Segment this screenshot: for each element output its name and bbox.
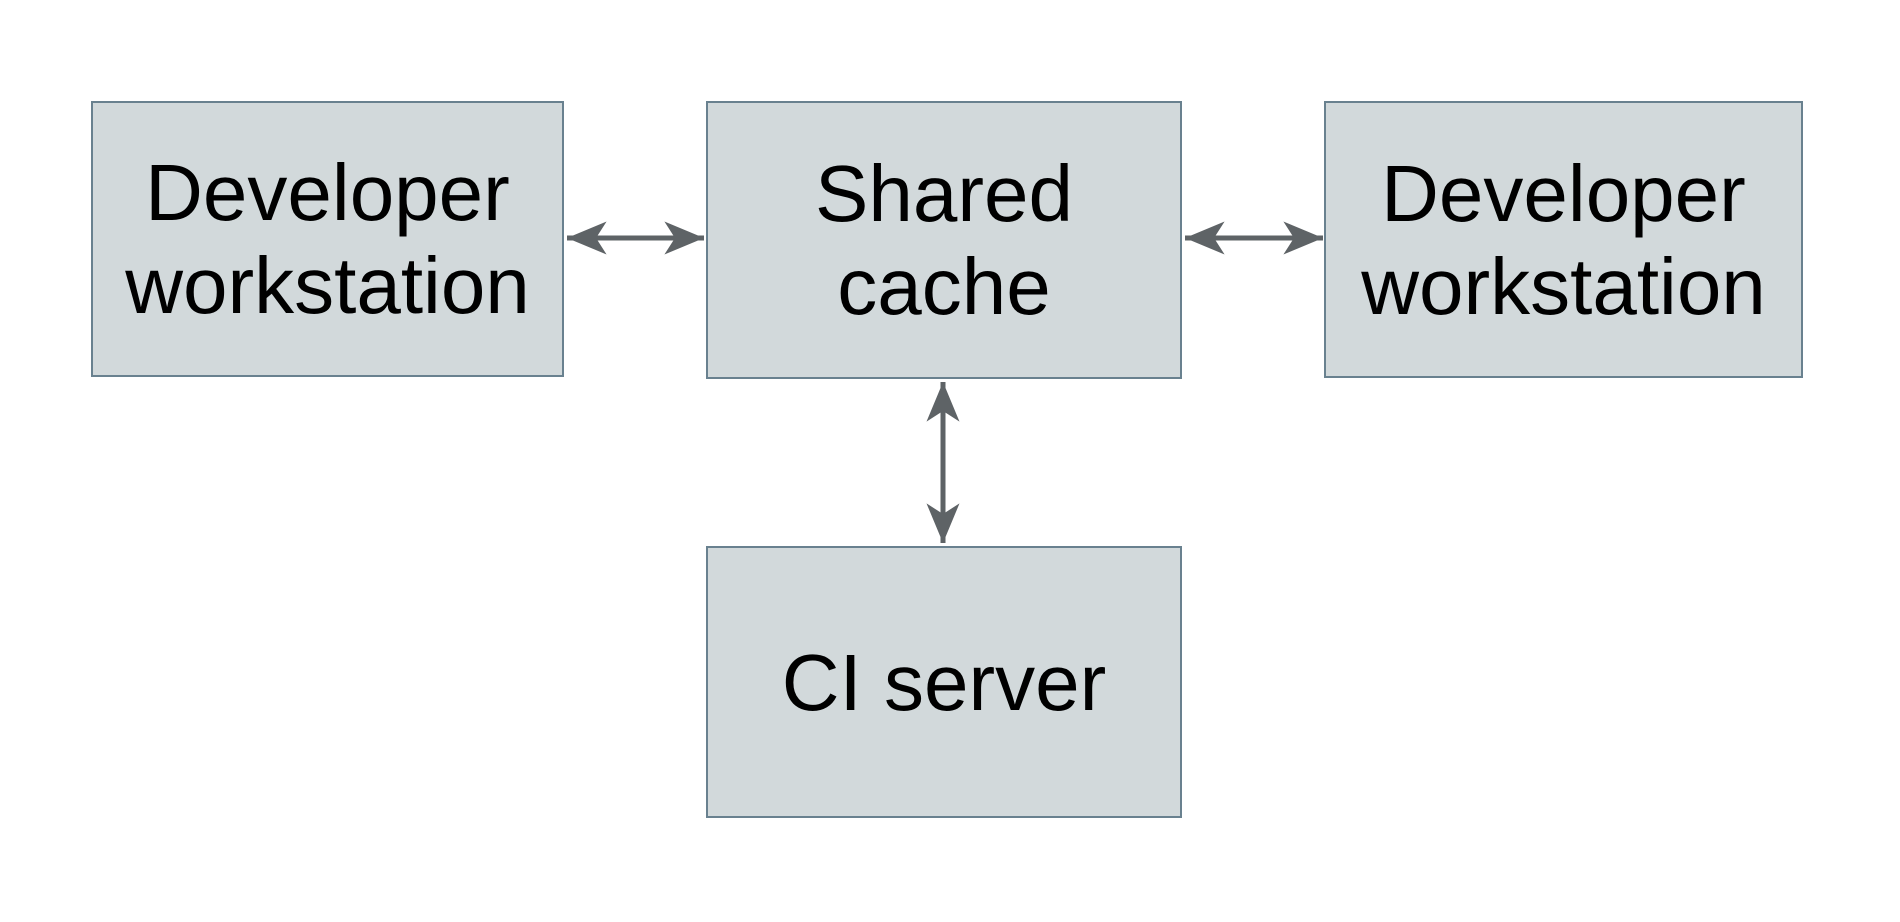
- node-developer-workstation-right-label: Developer workstation: [1361, 148, 1766, 331]
- node-developer-workstation-left: Developer workstation: [91, 101, 564, 377]
- node-ci-server: CI server: [706, 546, 1182, 818]
- node-developer-workstation-left-label: Developer workstation: [125, 148, 530, 330]
- node-shared-cache-label: Shared cache: [815, 149, 1073, 331]
- node-shared-cache: Shared cache: [706, 101, 1182, 379]
- node-developer-workstation-right: Developer workstation: [1324, 101, 1803, 378]
- node-ci-server-label: CI server: [781, 637, 1107, 727]
